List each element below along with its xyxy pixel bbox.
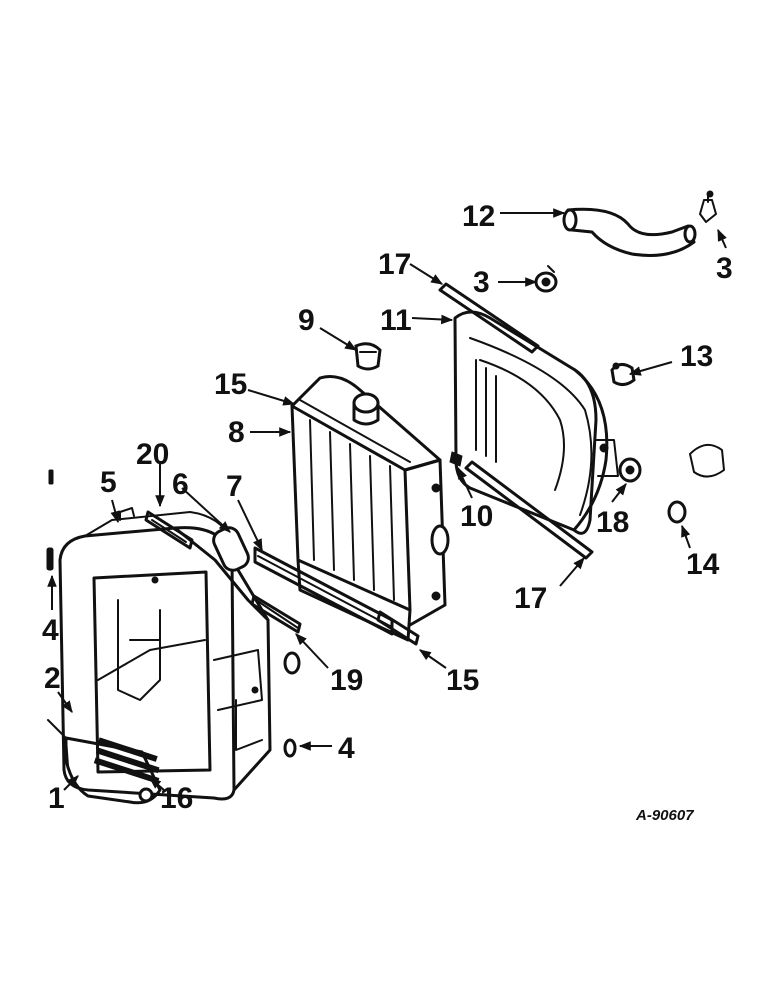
- hose-clamp-part: [699, 190, 717, 223]
- drawing-number: A-90607: [635, 807, 694, 824]
- washer-part: [283, 651, 301, 758]
- callout-14: 14: [686, 548, 720, 581]
- callout-17-top: 17: [378, 248, 411, 281]
- strip-part: [376, 610, 420, 646]
- callout-12: 12: [462, 200, 495, 233]
- fan-shroud-part: [438, 282, 619, 560]
- callout-15-top: 15: [214, 368, 247, 401]
- hose-clamp-part: [534, 265, 558, 293]
- callout-18: 18: [596, 506, 629, 539]
- lower-channel-part: [253, 546, 394, 636]
- callout-19: 19: [330, 664, 363, 697]
- seal-strip-part: [144, 510, 194, 550]
- grille-strip-part: [93, 737, 160, 784]
- callout-15-bottom: 15: [446, 664, 479, 697]
- radiator-core-part: [290, 375, 450, 642]
- callout-1: 1: [48, 782, 65, 815]
- callout-3-right: 3: [716, 252, 733, 285]
- callout-17-bottom: 17: [514, 582, 547, 615]
- radiator-cap-part: [354, 342, 382, 371]
- hose-clamp-part: [618, 457, 642, 483]
- callout-6: 6: [172, 468, 189, 501]
- callout-8: 8: [228, 416, 245, 449]
- callout-2: 2: [44, 662, 61, 695]
- callout-13: 13: [680, 340, 713, 373]
- upper-hose-part: [562, 207, 697, 257]
- callout-9: 9: [298, 304, 315, 337]
- callout-11: 11: [380, 304, 412, 337]
- lower-grille-panel-part: [47, 719, 162, 805]
- pad-part: [212, 526, 250, 572]
- callout-3-middle: 3: [473, 266, 490, 299]
- lower-hose-part: [667, 443, 725, 524]
- callout-7: 7: [226, 470, 243, 503]
- channel-strip-part: [250, 594, 302, 634]
- callout-4-left: 4: [42, 614, 59, 647]
- callout-4-bottom: 4: [338, 732, 355, 765]
- leader-lines: [47, 208, 727, 791]
- hose-clamp-part: [610, 362, 636, 387]
- callout-10: 10: [460, 500, 493, 533]
- callout-5: 5: [100, 466, 117, 499]
- small-fastener-part: [46, 469, 54, 571]
- callout-20: 20: [136, 438, 169, 471]
- callout-16: 16: [160, 782, 193, 815]
